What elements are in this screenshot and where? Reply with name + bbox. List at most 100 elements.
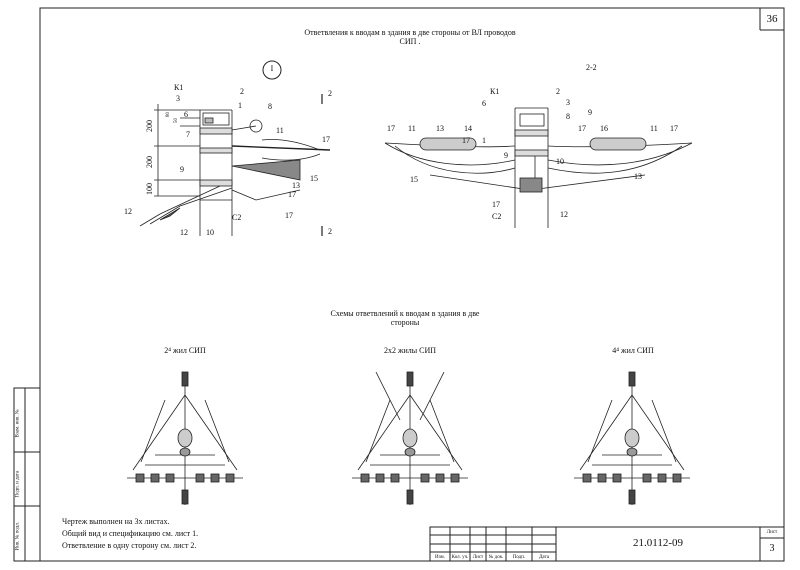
left-callout: 1: [238, 101, 242, 110]
drawing-title: Ответвления к вводам в здания в две стор…: [304, 28, 516, 47]
sheet-frame: [39, 7, 785, 562]
section-mark-bottom: 2: [328, 227, 332, 236]
sheet-number: 36: [766, 13, 778, 25]
scheme-bottom-terminal: [181, 489, 189, 505]
scheme-bottom-terminal: [406, 489, 414, 505]
left-callout: 17: [288, 190, 296, 199]
right-callout: 16: [600, 124, 608, 133]
scheme-branch: [587, 399, 613, 463]
pole-elevation-view: [139, 104, 331, 236]
scheme-branch: [375, 371, 401, 421]
scheme-clamp: [626, 447, 638, 457]
scheme-branch: [651, 399, 677, 463]
left-callout: К1: [174, 83, 184, 92]
stamp-col: Лист: [472, 555, 484, 560]
right-callout: 11: [650, 124, 658, 133]
stamp-col: Кол. уч.: [451, 555, 469, 560]
right-callout: 13: [436, 124, 444, 133]
right-callout: 1: [482, 136, 486, 145]
section-label: 2-2: [586, 63, 597, 72]
scheme-node: [657, 473, 667, 483]
scheme-clamp: [404, 447, 416, 457]
left-callout: 12: [124, 207, 132, 216]
scheme-node: [225, 473, 235, 483]
scheme-top-terminal: [628, 371, 636, 387]
left-callout: 9: [180, 165, 184, 174]
scheme-node: [420, 473, 430, 483]
scheme-insulator: [402, 428, 418, 448]
scheme-branch: [357, 394, 411, 471]
scheme-label-1: 2⁴ жил СИП: [164, 346, 206, 355]
left-callout: 17: [322, 135, 330, 144]
scheme-branch: [419, 371, 445, 421]
right-callout: 10: [556, 157, 564, 166]
dim-label: 200: [145, 120, 154, 132]
scheme-branch: [631, 394, 685, 471]
scheme-branch: [579, 394, 633, 471]
side-label: Взам. инв. №: [15, 409, 21, 438]
right-callout: 11: [408, 124, 416, 133]
stamp-col: № док.: [488, 555, 504, 560]
scheme-node: [597, 473, 607, 483]
scheme-branch: [132, 394, 186, 471]
scheme-node: [150, 473, 160, 483]
schemes-title: Схемы ответвлений к вводам в здания в дв…: [330, 309, 480, 328]
detail-marker-label: I: [270, 64, 274, 73]
right-callout: С2: [492, 212, 502, 221]
left-callout: 7: [186, 130, 190, 139]
stamp-code: 21.0112-09: [632, 537, 683, 549]
right-callout: 17: [387, 124, 395, 133]
scheme-node: [360, 473, 370, 483]
scheme-insulator: [624, 428, 640, 448]
scheme-node: [195, 473, 205, 483]
left-callout: 2: [240, 87, 244, 96]
left-callout: 13: [292, 181, 300, 190]
left-callout: 17: [285, 211, 293, 220]
right-callout: 8: [566, 112, 570, 121]
stamp-col: Изм.: [435, 555, 445, 560]
scheme-top-terminal: [406, 371, 414, 387]
scheme-top-terminal: [181, 371, 189, 387]
scheme-insulator: [177, 428, 193, 448]
left-callout: С2: [232, 213, 242, 222]
stamp-col: Подп.: [512, 555, 526, 560]
stamp-sheet-num: 3: [769, 543, 775, 554]
right-callout: 17: [462, 136, 470, 145]
scheme-branch: [409, 394, 463, 471]
left-callout: 6: [184, 110, 188, 119]
stamp-col: Дата: [539, 555, 549, 560]
scheme-clamp: [179, 447, 191, 457]
dim-label: 50: [174, 118, 179, 123]
scheme-branch: [429, 399, 455, 463]
scheme-node: [612, 473, 622, 483]
schemes-group: [127, 371, 690, 505]
side-label: Инв. № подл.: [15, 522, 21, 551]
right-callout: 9: [504, 151, 508, 160]
right-callout: 14: [464, 124, 472, 133]
title-block: [429, 526, 785, 562]
right-callout: 12: [560, 210, 568, 219]
side-label: Подп. и дата: [15, 470, 21, 498]
right-callout: 17: [670, 124, 678, 133]
section-2-2-view: [384, 107, 693, 228]
dim-label: 80: [166, 112, 171, 117]
scheme-branch: [204, 399, 230, 463]
left-callout: 8: [268, 102, 272, 111]
scheme-node: [390, 473, 400, 483]
right-callout: 3: [566, 98, 570, 107]
scheme-node: [582, 473, 592, 483]
scheme-branch: [184, 394, 238, 471]
left-callout: 10: [206, 228, 214, 237]
right-callout: 15: [410, 175, 418, 184]
scheme-bottom-terminal: [628, 489, 636, 505]
scheme-node: [450, 473, 460, 483]
scheme-node: [375, 473, 385, 483]
scheme-branch: [365, 399, 391, 463]
scheme-node: [672, 473, 682, 483]
scheme-node: [642, 473, 652, 483]
dim-label: 200: [145, 156, 154, 168]
side-binding-strip: [13, 387, 41, 562]
section-mark-top: 2: [328, 89, 332, 98]
scheme-node: [435, 473, 445, 483]
